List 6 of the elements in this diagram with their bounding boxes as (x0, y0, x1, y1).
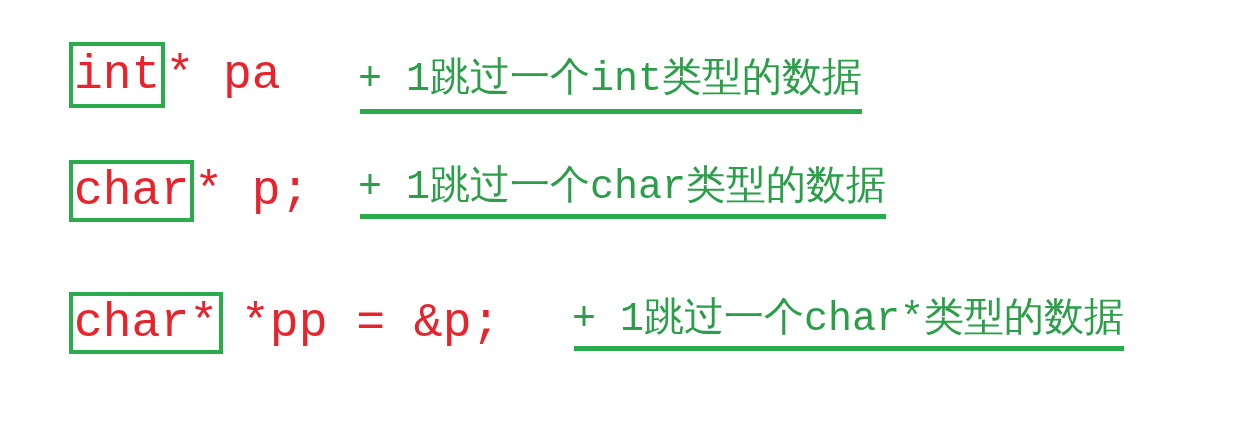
highlight-box: int (69, 42, 166, 108)
highlight-box: char* (69, 292, 224, 354)
highlight-box: char (69, 160, 195, 222)
code-text: *pp = &p; (241, 299, 501, 347)
code-text: * p; (194, 167, 310, 215)
code-text: * pa (165, 51, 281, 99)
